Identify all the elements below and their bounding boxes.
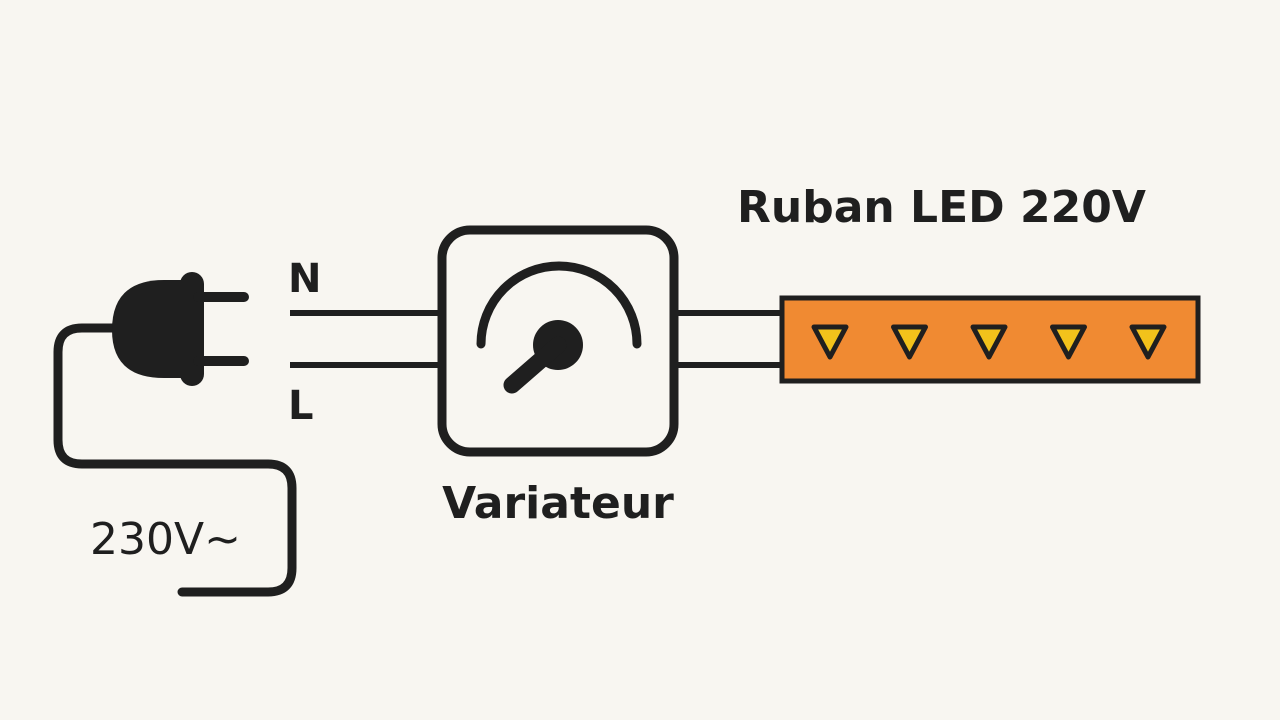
- led-triangle-icon: [1050, 324, 1087, 360]
- plug-icon: [112, 272, 249, 386]
- dimmer-label: Variateur: [442, 478, 674, 529]
- led-group: [811, 324, 1167, 360]
- supply-label: 230V~: [90, 514, 241, 565]
- dimmer-box: [437, 225, 679, 457]
- strip-label: Ruban LED 220V: [737, 182, 1146, 233]
- neutral-label: N: [288, 256, 321, 302]
- led-strip: [779, 295, 1201, 384]
- line-label: L: [288, 383, 314, 429]
- power-cord: [53, 323, 297, 597]
- dimmer-dial-icon: [476, 261, 642, 394]
- led-triangle-icon: [891, 324, 928, 360]
- led-triangle-icon: [970, 324, 1008, 360]
- led-triangle-icon: [811, 324, 849, 360]
- led-triangle-icon: [1129, 324, 1167, 360]
